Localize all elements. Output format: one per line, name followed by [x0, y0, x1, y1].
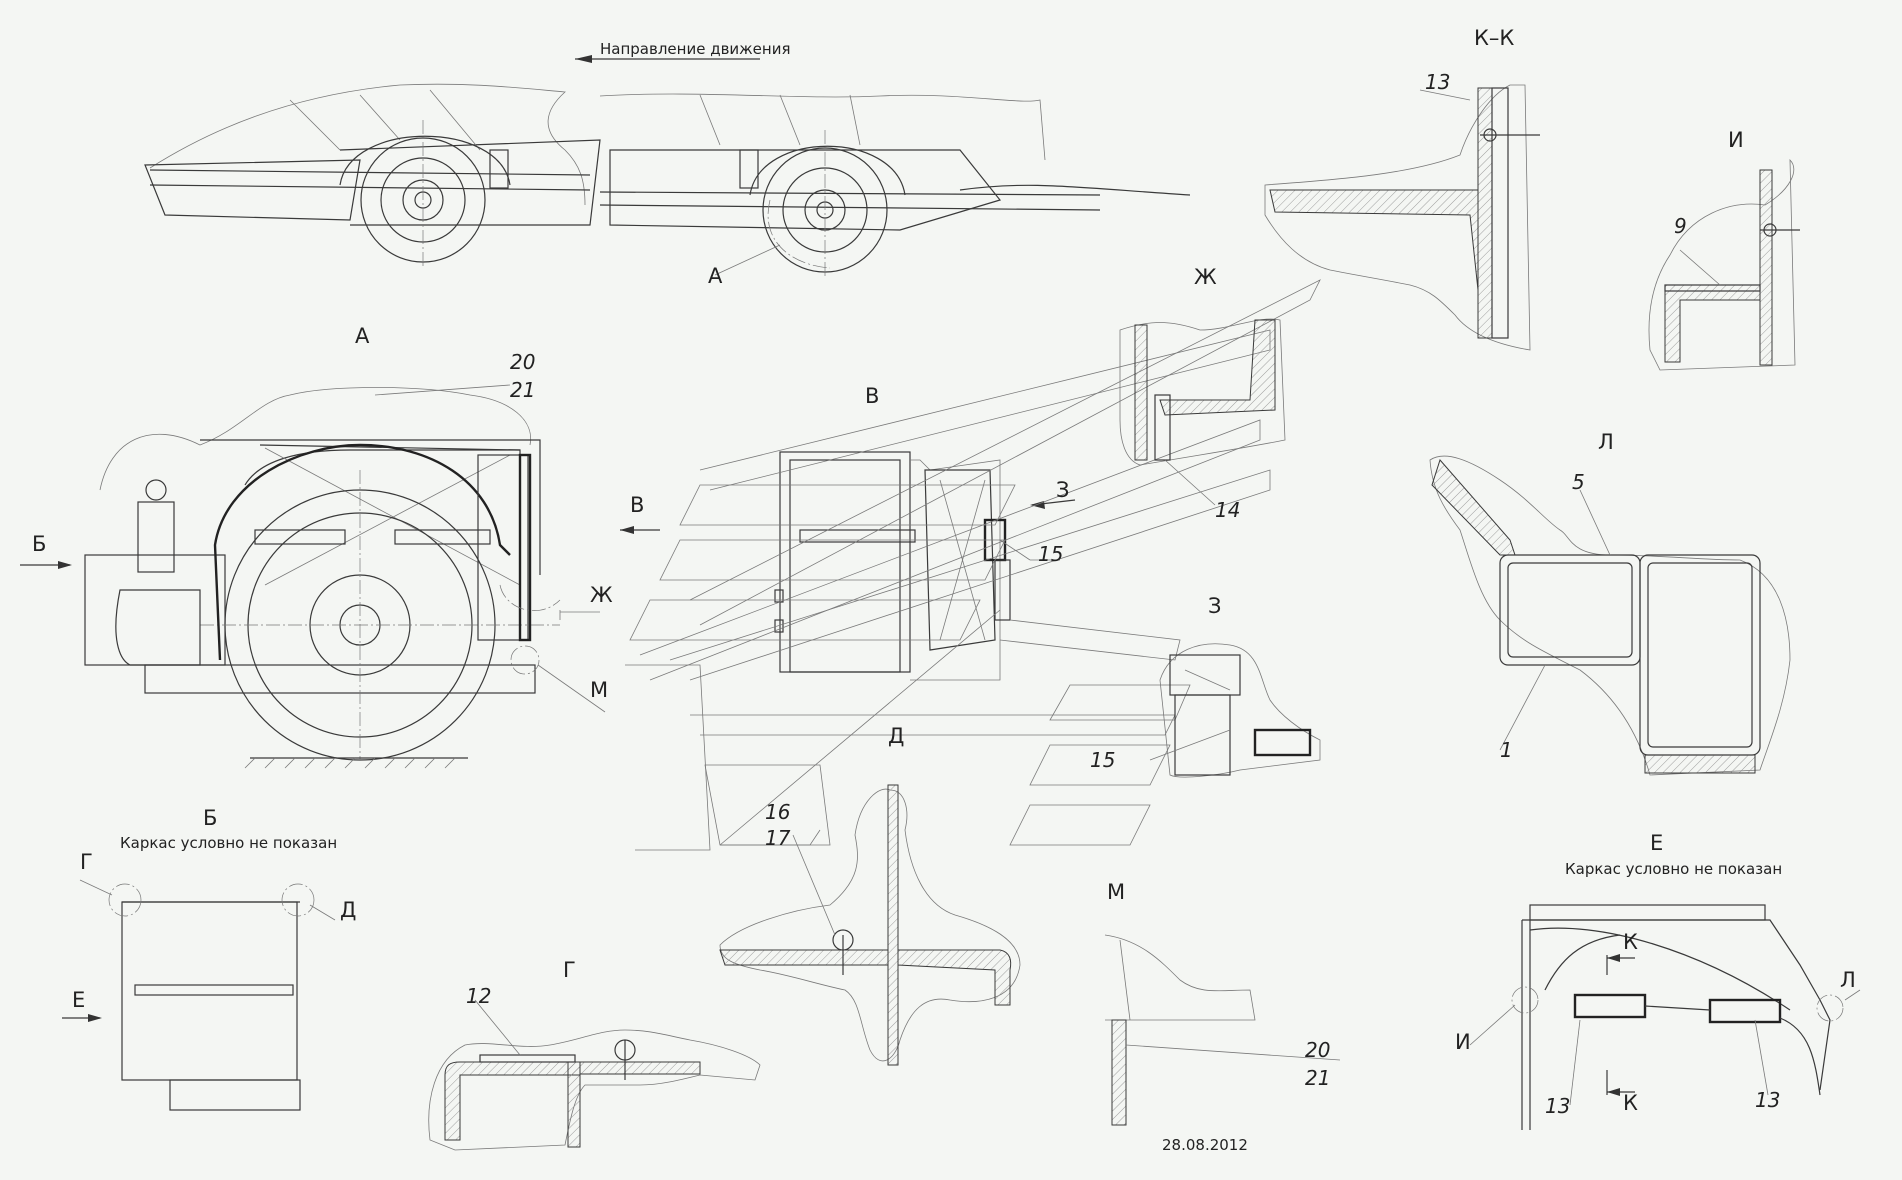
view-label-a-top: А [708, 264, 723, 288]
arrow-label-e: Е [72, 988, 86, 1012]
view-z-section [1149, 643, 1321, 778]
frame-note-b: Каркас условно не показан [120, 834, 338, 852]
callout-17: 17 [765, 826, 791, 850]
callout-16: 16 [765, 800, 791, 824]
arrow-label-zh: Ж [590, 583, 613, 607]
bus-side-view [144, 55, 1191, 278]
arrow-label-z: З [1056, 478, 1070, 502]
callout-20-m: 20 [1305, 1038, 1331, 1062]
view-label-m: М [1107, 880, 1126, 904]
callout-13-kk: 13 [1425, 70, 1451, 94]
callout-1: 1 [1500, 738, 1513, 762]
view-label-d: Д [888, 724, 905, 748]
direction-of-travel-label: Направление движения [600, 40, 791, 58]
callout-9: 9 [1674, 214, 1687, 238]
view-label-g: Г [563, 958, 576, 982]
section-mark-k-bottom: К [1623, 1091, 1638, 1115]
view-e-section [1469, 904, 1861, 1130]
callout-15-z: 15 [1090, 748, 1116, 772]
callout-21-m: 21 [1305, 1066, 1331, 1090]
view-i-section [1648, 159, 1800, 371]
view-label-l: Л [1598, 430, 1614, 454]
view-l-section [1429, 455, 1791, 776]
view-kk-section [1264, 84, 1540, 351]
ref-label-g: Г [80, 850, 93, 874]
projection-bands [625, 279, 1321, 851]
view-label-kk: К–К [1474, 26, 1515, 50]
view-g-section [428, 999, 761, 1151]
view-a-wheel-arch [20, 384, 660, 769]
callout-14: 14 [1215, 498, 1241, 522]
frame-note-e: Каркас условно не показан [1565, 860, 1783, 878]
view-label-e: Е [1650, 831, 1664, 855]
view-v-section [774, 451, 1076, 681]
ref-label-l: Л [1840, 968, 1856, 992]
callout-13-e-left: 13 [1545, 1094, 1571, 1118]
view-zh-section [1119, 318, 1286, 506]
drawing-date: 28.08.2012 [1162, 1136, 1248, 1154]
callout-15-v: 15 [1038, 542, 1064, 566]
view-d-section [719, 784, 1021, 1066]
callout-21-a: 21 [510, 378, 536, 402]
callout-13-e-right: 13 [1755, 1088, 1781, 1112]
ref-label-d: Д [340, 898, 357, 922]
callout-12: 12 [466, 984, 492, 1008]
view-label-i: И [1728, 128, 1744, 152]
view-label-a: А [355, 324, 370, 348]
section-mark-k-top: К [1623, 930, 1638, 954]
arrow-label-v: В [630, 493, 645, 517]
arrow-label-m: М [590, 678, 609, 702]
arrow-label-b: Б [32, 532, 47, 556]
view-label-b: Б [203, 806, 218, 830]
view-label-v: В [865, 384, 880, 408]
callout-5: 5 [1572, 470, 1585, 494]
view-b-box [62, 879, 336, 1111]
ref-label-i: И [1455, 1030, 1471, 1054]
view-label-zh: Ж [1194, 265, 1217, 289]
view-m-section [1104, 934, 1341, 1126]
callout-20-a: 20 [510, 350, 536, 374]
view-label-z: З [1208, 594, 1222, 618]
